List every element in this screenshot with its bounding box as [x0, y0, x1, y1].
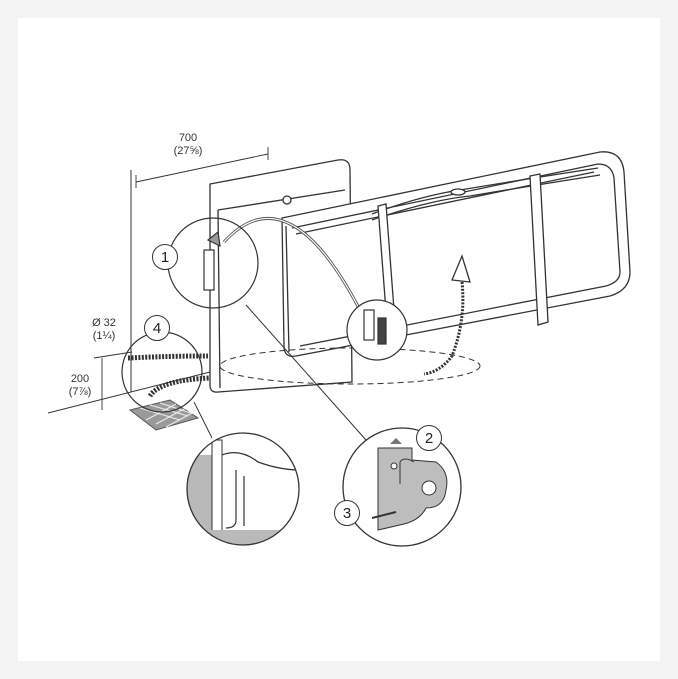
diameter-mm: Ø 32 [92, 317, 116, 329]
width-mm: 700 [178, 132, 198, 144]
height-mm: 200 [70, 373, 90, 385]
detail-circle-lower-right-border [342, 427, 462, 547]
detail-circle-lower-left [187, 433, 299, 545]
width-dimension-line [135, 147, 269, 188]
bracket-detail [346, 299, 408, 361]
callout-4: 4 [144, 315, 170, 341]
callout-3: 3 [334, 500, 360, 526]
diameter-in: (1¼) [92, 330, 116, 342]
diameter-dimension-label: Ø 32 (1¼) [82, 317, 126, 343]
detail-circle-lower-right [343, 428, 461, 546]
callout-1: 1 [152, 244, 178, 270]
width-dimension-label: 700 (27⅝) [168, 132, 208, 158]
detail-circle-4 [121, 331, 211, 413]
floor-projection [219, 347, 481, 385]
callout-2: 2 [416, 425, 442, 451]
detail-circle-lower-left-border [186, 432, 300, 546]
width-in: (27⅝) [173, 145, 203, 157]
leader-lines [193, 304, 367, 441]
drain-grate [128, 399, 200, 431]
height-dimension-label: 200 (7⅞) [62, 373, 98, 399]
height-in: (7⅞) [68, 386, 92, 398]
height-dimension-line [93, 351, 133, 410]
